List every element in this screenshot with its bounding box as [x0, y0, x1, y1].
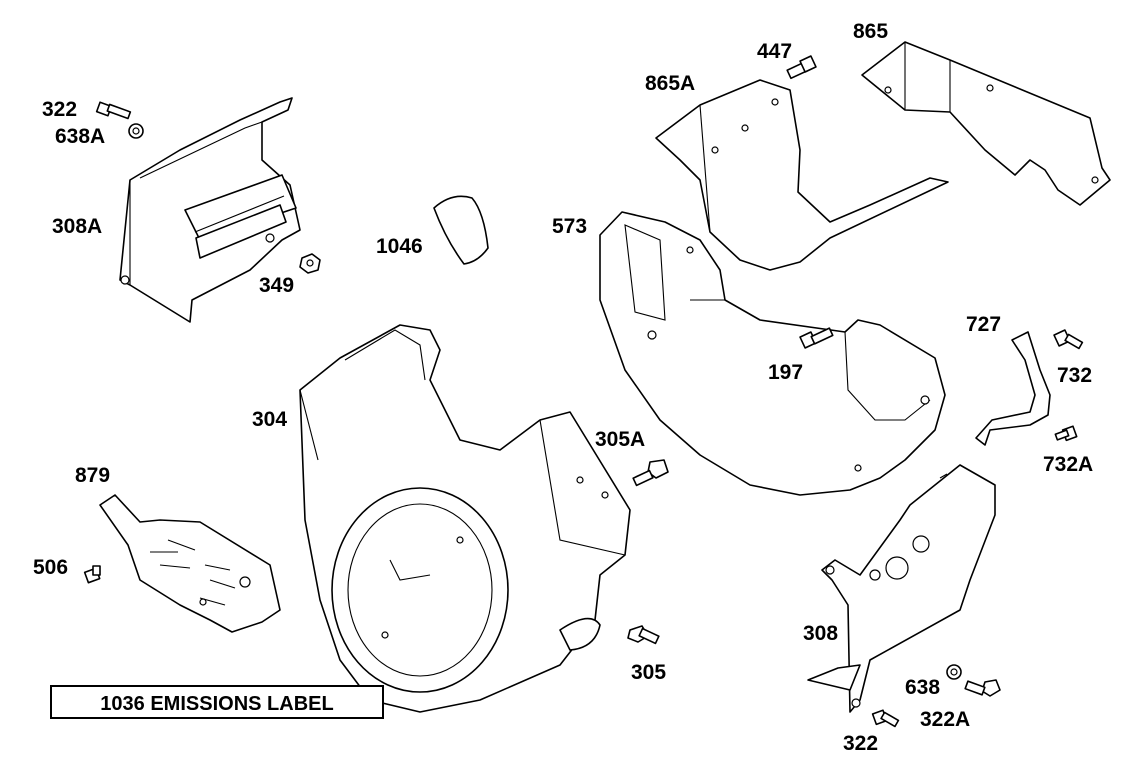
part-304-blower-housing [299, 324, 631, 713]
label-727: 727 [966, 313, 1001, 336]
emissions-label-box: 1036 EMISSIONS LABEL [50, 685, 384, 719]
part-879-plate [99, 494, 281, 633]
bolt-322-bottom [871, 709, 900, 728]
label-638A: 638A [55, 125, 105, 148]
label-322-bottom: 322 [843, 732, 878, 755]
label-305A: 305A [595, 428, 645, 451]
label-322-top: 322 [42, 98, 77, 121]
part-1046-pad [433, 195, 489, 265]
bolt-305 [627, 625, 660, 645]
label-197: 197 [768, 361, 803, 384]
bolt-506 [83, 565, 101, 584]
part-308A-shroud [119, 97, 301, 323]
label-349: 349 [259, 274, 294, 297]
label-573: 573 [552, 215, 587, 238]
bolt-322-top [95, 101, 132, 120]
washer-638 [946, 664, 962, 680]
washer-638A [128, 123, 144, 139]
part-727-strap [975, 331, 1051, 446]
label-305: 305 [631, 661, 666, 684]
part-308-bracket [807, 464, 996, 713]
bolt-447 [786, 55, 817, 80]
emissions-label-text: 1036 EMISSIONS LABEL [100, 693, 333, 715]
bolt-197 [799, 327, 834, 349]
bolt-305A [632, 459, 669, 487]
nut-349 [299, 253, 321, 274]
label-308A: 308A [52, 215, 102, 238]
label-447: 447 [757, 40, 792, 63]
label-506: 506 [33, 556, 68, 579]
label-879: 879 [75, 464, 110, 487]
bolt-732 [1053, 329, 1084, 350]
label-865: 865 [853, 20, 888, 43]
label-865A: 865A [645, 72, 695, 95]
label-308: 308 [803, 622, 838, 645]
label-638: 638 [905, 676, 940, 699]
part-573-baffle [599, 211, 946, 496]
part-865-bracket [861, 41, 1111, 206]
part-865A [655, 79, 949, 271]
label-304: 304 [252, 408, 287, 431]
label-322A: 322A [920, 708, 970, 731]
bolt-732A [1054, 425, 1078, 442]
label-732: 732 [1057, 364, 1092, 387]
label-1046: 1046 [376, 235, 423, 258]
bolt-322A [964, 679, 1001, 697]
label-732A: 732A [1043, 453, 1093, 476]
